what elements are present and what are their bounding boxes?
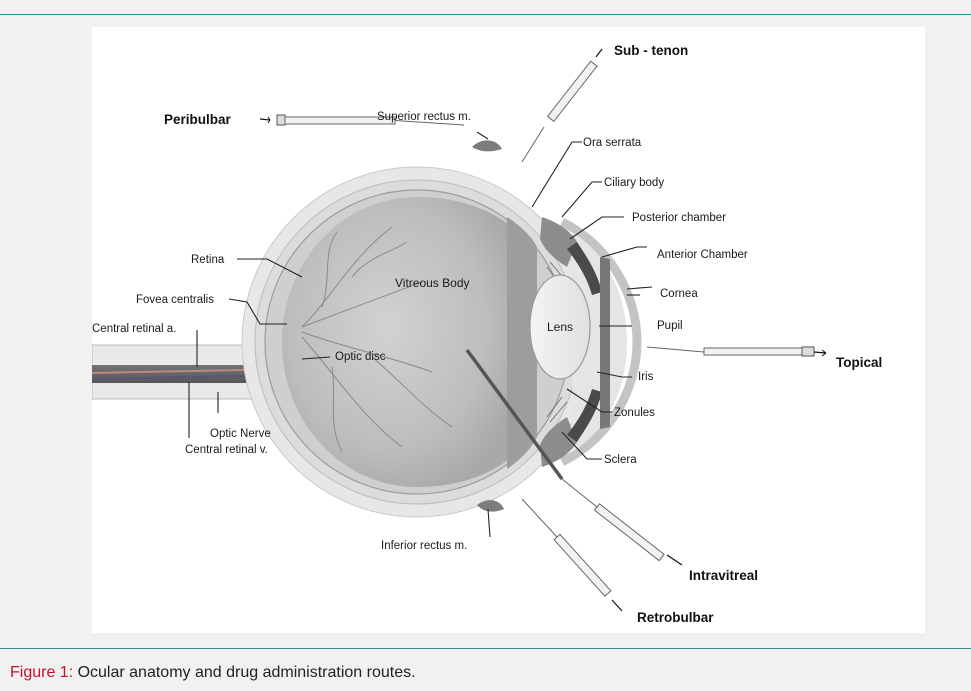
bottom-rule xyxy=(0,648,971,649)
ora-serrata-band xyxy=(507,217,537,469)
label-fovea-centralis: Fovea centralis xyxy=(136,294,214,306)
label-optic-disc: Optic disc xyxy=(335,351,386,363)
route-retrobulbar: Retrobulbar xyxy=(637,610,714,625)
label-vitreous-body: Vitreous Body xyxy=(395,276,470,290)
caption-text: Ocular anatomy and drug administration r… xyxy=(73,664,416,681)
label-ciliary-body: Ciliary body xyxy=(604,177,664,189)
iris-lower-shape xyxy=(567,389,602,442)
anterior-chamber-shape xyxy=(572,232,627,452)
vitreous-body-shape xyxy=(282,197,517,487)
route-peribulbar: Peribulbar xyxy=(164,112,232,127)
syringe-topical xyxy=(646,346,827,357)
syringe-peribulbar xyxy=(259,114,465,126)
ciliary-body-shape xyxy=(540,217,577,267)
retinal-vessels xyxy=(301,226,453,453)
leader-lines xyxy=(188,131,653,538)
label-zonules: Zonules xyxy=(614,407,655,419)
label-lens: Lens xyxy=(547,320,573,334)
top-rule xyxy=(0,14,971,15)
cornea-shape xyxy=(559,217,642,467)
route-sub-tenon: Sub - tenon xyxy=(614,43,688,58)
caption-label: Figure 1: xyxy=(10,664,74,681)
label-central-retinal-v: Central retinal v. xyxy=(185,444,268,456)
ciliary-body-lower-shape xyxy=(540,417,577,467)
label-inferior-rectus: Inferior rectus m. xyxy=(381,540,467,552)
label-retina: Retina xyxy=(191,254,225,266)
superior-rectus-muscle xyxy=(472,140,502,152)
label-central-retinal-a: Central retinal a. xyxy=(92,323,176,335)
label-cornea: Cornea xyxy=(660,288,698,300)
syringe-retrobulbar xyxy=(521,498,623,612)
syringe-sub-tenon xyxy=(521,48,603,163)
iris-band-shape xyxy=(600,257,610,429)
figure-panel: Superior rectus m. Ora serrata Ciliary b… xyxy=(92,27,925,633)
label-optic-nerve: Optic Nerve xyxy=(210,428,271,440)
route-intravitreal: Intravitreal xyxy=(689,568,758,583)
intravitreal-needle-shaft xyxy=(465,348,564,481)
label-superior-rectus: Superior rectus m. xyxy=(377,111,471,123)
label-posterior-chamber: Posterior chamber xyxy=(632,212,726,224)
label-anterior-chamber: Anterior Chamber xyxy=(657,249,748,261)
eye-anatomy-diagram: Superior rectus m. Ora serrata Ciliary b… xyxy=(92,43,882,625)
syringe-intravitreal xyxy=(561,478,683,566)
figure-caption: Figure 1: Ocular anatomy and drug admini… xyxy=(10,664,416,682)
inferior-rectus-muscle xyxy=(477,500,504,512)
label-sclera: Sclera xyxy=(604,454,637,466)
iris-upper-shape xyxy=(567,242,602,295)
label-ora-serrata: Ora serrata xyxy=(583,137,642,149)
lens-shape xyxy=(529,274,591,380)
route-topical: Topical xyxy=(836,355,882,370)
label-pupil: Pupil xyxy=(657,320,683,332)
label-iris: Iris xyxy=(638,371,654,383)
